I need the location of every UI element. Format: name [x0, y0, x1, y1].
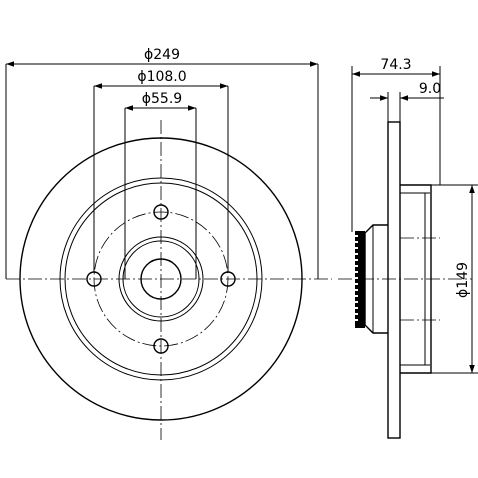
hub-step — [122, 240, 200, 318]
hub-right-outline — [400, 184, 432, 374]
hat-outer-edge — [64, 182, 258, 376]
bolt-hole-bottom — [153, 338, 169, 354]
abs-sensor-ring — [355, 231, 365, 328]
front-view: ϕ249 ϕ108.0 ϕ55.9 — [5, 47, 332, 440]
friction-ring-inner-edge — [59, 177, 263, 381]
center-bore — [140, 258, 182, 300]
disc-plate-section — [387, 121, 401, 439]
center-bore-label: ϕ55.9 — [142, 91, 182, 107]
bolt-hole-top — [153, 204, 169, 220]
outer-diameter-label: ϕ249 — [144, 47, 180, 63]
hub-diameter-label: ϕ149 — [455, 262, 471, 298]
abs-ring-teeth — [355, 235, 358, 321]
bolt-circle-label: ϕ108.0 — [137, 69, 186, 85]
side-view: 74.3 9.0 ϕ149 — [338, 57, 478, 439]
bolt-circle — [93, 211, 229, 347]
disc-thickness-label: 9.0 — [419, 81, 441, 97]
hub-outer-edge — [118, 236, 204, 322]
disc-outer-edge — [19, 137, 303, 421]
overall-height-label: 74.3 — [380, 57, 411, 73]
